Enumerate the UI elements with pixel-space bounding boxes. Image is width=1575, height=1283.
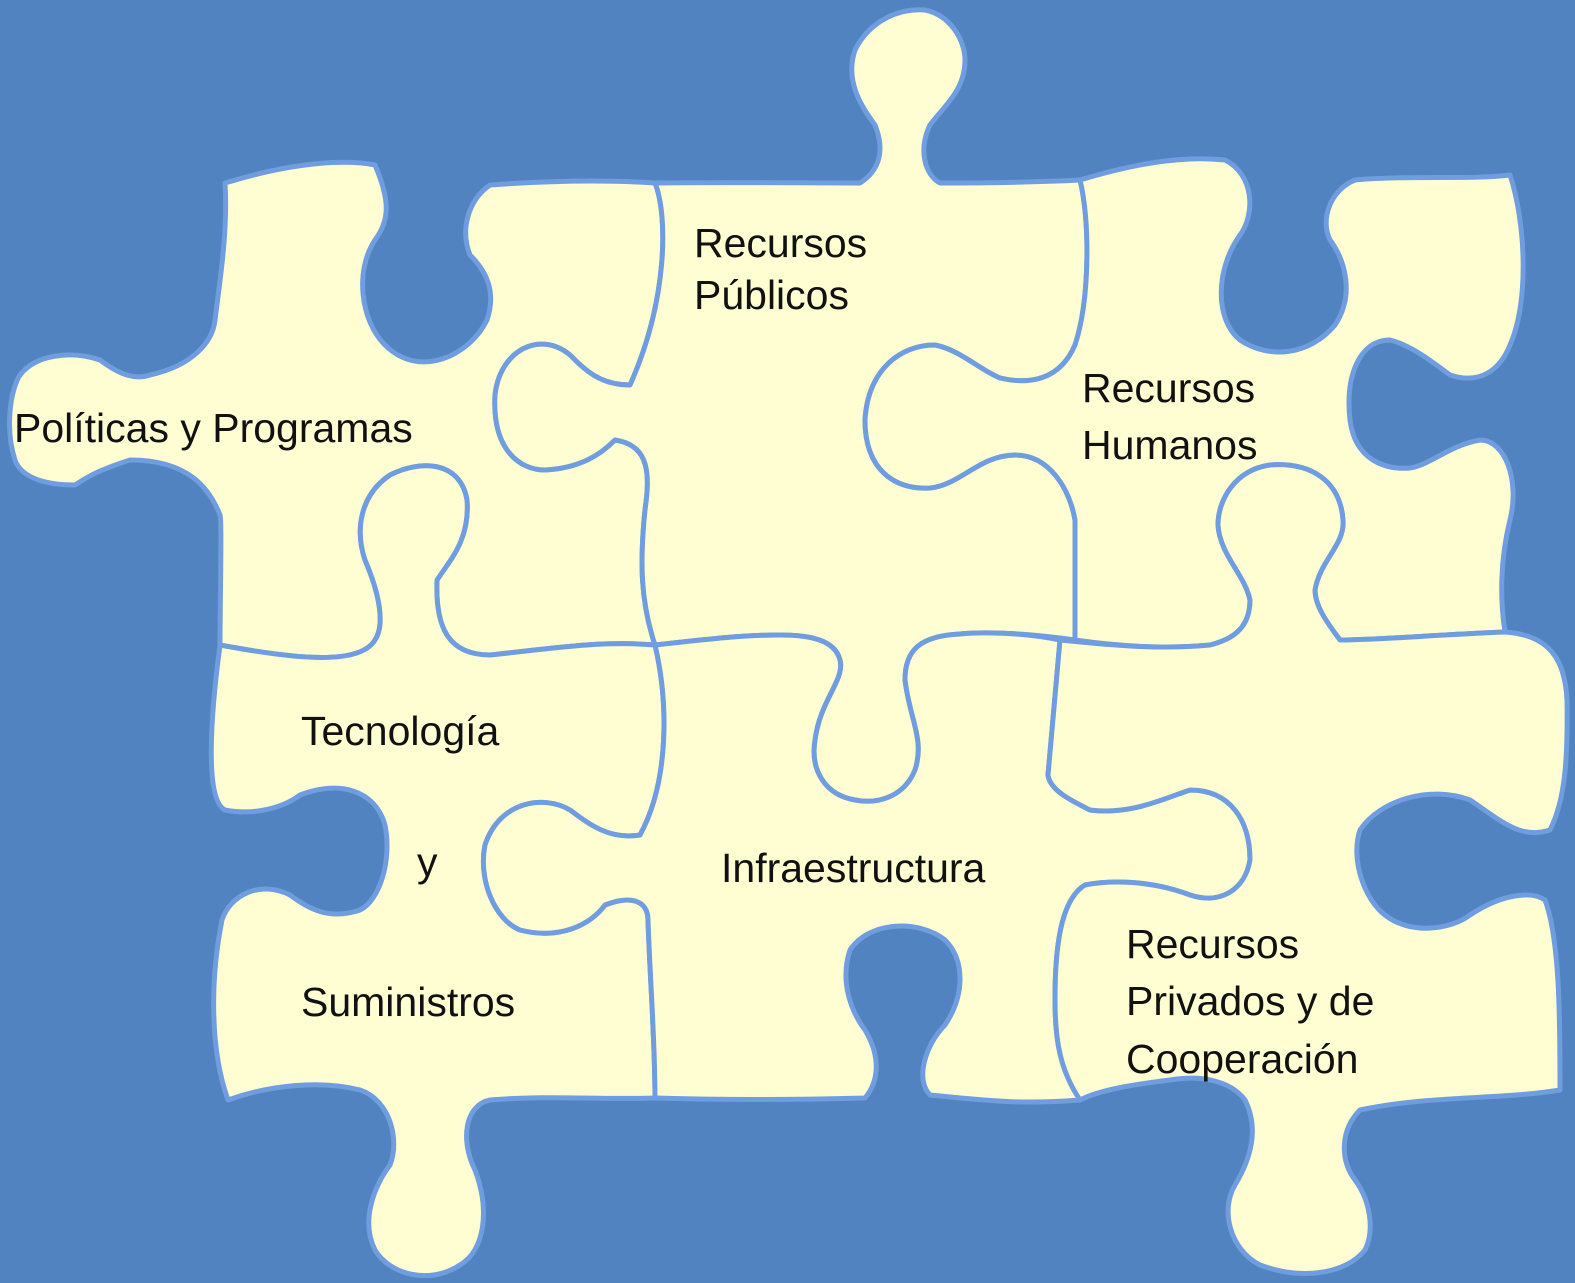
label-suministros: Suministros [301, 976, 515, 1028]
piece-recursos-privados [1045, 462, 1570, 1276]
label-line: Políticas y Programas [14, 405, 413, 451]
label-line: Tecnología [301, 708, 500, 754]
label-recursos-privados: Recursos Privados y de Cooperación [1126, 916, 1374, 1088]
label-y: y [417, 836, 438, 888]
label-line: Privados y de [1126, 978, 1375, 1025]
label-line: Suministros [301, 979, 516, 1025]
label-line: Cooperación [1126, 1035, 1359, 1082]
label-tecnologia: Tecnología [301, 705, 499, 757]
label-line: Públicos [694, 272, 849, 319]
label-line: Infraestructura [721, 845, 986, 891]
label-recursos-publicos: Recursos Públicos [694, 217, 867, 322]
label-infraestructura: Infraestructura [721, 842, 985, 894]
label-recursos-humanos: Recursos Humanos [1082, 360, 1257, 475]
label-line: Recursos [694, 220, 868, 266]
label-line: Humanos [1082, 422, 1258, 469]
label-line: Recursos [1126, 921, 1300, 967]
label-line: y [417, 839, 438, 885]
label-line: Recursos [1082, 365, 1256, 411]
label-politicas-y-programas: Políticas y Programas [14, 402, 413, 454]
